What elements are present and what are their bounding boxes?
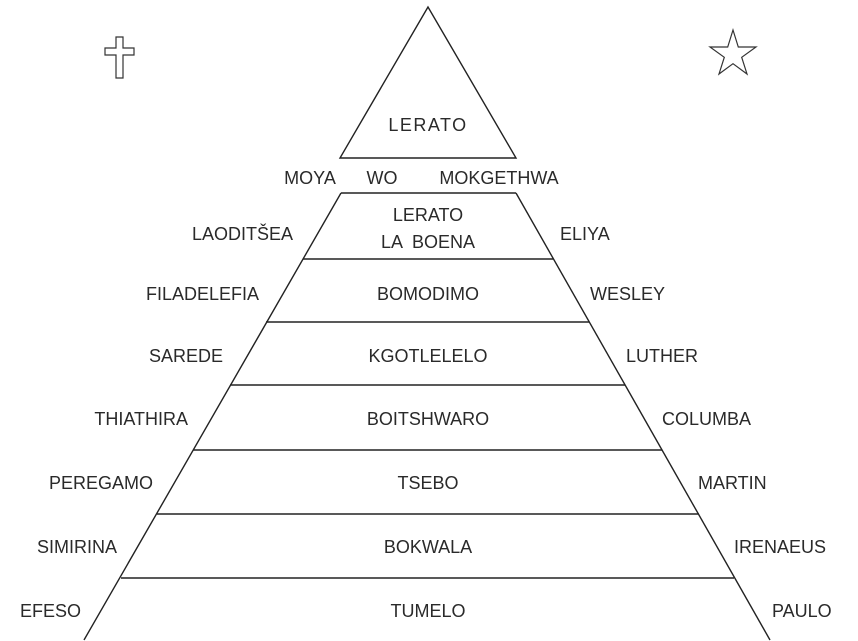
level-1-left-label: LAODITŠEA [192, 223, 293, 244]
level-7-right-label: PAULO [772, 601, 832, 621]
cross-icon [104, 36, 135, 79]
pyramid-left-edge [83, 192, 342, 641]
level-7-center: TUMELO [390, 601, 465, 621]
level-3-center: KGOTLELELO [368, 346, 487, 366]
level-5-right-label: MARTIN [698, 473, 767, 493]
level-4-left-label: THIATHIRA [94, 409, 188, 429]
level-3-right-label: LUTHER [626, 346, 698, 366]
level-2-left-label: FILADELEFIA [146, 284, 259, 304]
band-word-1: MOYA [284, 168, 336, 188]
level-5-left-label: PEREGAMO [49, 473, 153, 493]
apex-triangle [338, 5, 518, 159]
pyramid-right-edge [515, 192, 771, 641]
band-word-3: MOKGETHWA [439, 168, 558, 188]
apex-label: LERATO [388, 115, 467, 135]
pyramid-body [83, 192, 771, 641]
level-5-center: TSEBO [397, 473, 458, 493]
level-1-right-label: ELIYA [560, 224, 610, 244]
star-icon [708, 27, 758, 76]
level-7-left-label: EFESO [20, 601, 81, 621]
level-2-center: BOMODIMO [377, 284, 479, 304]
level-4-right-label: COLUMBA [662, 409, 751, 429]
level-4-center: BOITSHWARO [367, 409, 489, 429]
level-6-left-label: SIMIRINA [37, 537, 117, 557]
level-2-right-label: WESLEY [590, 284, 665, 304]
level-1-center-line-2: LA BOENA [381, 232, 475, 252]
level-6-center: BOKWALA [384, 537, 472, 557]
level-6-right-label: IRENAEUS [734, 537, 826, 557]
level-3-left-label: SAREDE [149, 346, 223, 366]
level-1-center-line-1: LERATO [393, 205, 463, 225]
band-word-2: WO [367, 168, 398, 188]
